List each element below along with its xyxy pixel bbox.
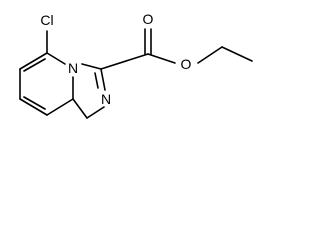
bond-c5-c6-double (23, 58, 46, 72)
bond-n4-c3 (81, 63, 102, 70)
atom-label-carbonyl-oxygen: O (143, 11, 154, 27)
bond-c3-n2-double (94, 72, 99, 89)
bond-c1-c8a (72, 98, 88, 119)
bond-ch2-ch3 (221, 46, 253, 62)
bond-c5-c6 (19, 52, 48, 70)
atom-label-imidazole-nitrogen: N (101, 91, 111, 107)
bond-c7-c8 (19, 98, 48, 116)
bond-c3-carbonyl (100, 53, 149, 70)
ester-group (100, 28, 253, 70)
imidazole-ring (72, 63, 106, 119)
bond-c8-c8a (46, 98, 74, 116)
atom-label-chlorine: Cl (40, 12, 53, 28)
bond-c3-n2 (100, 68, 106, 91)
bond-n4-c5 (46, 52, 66, 65)
bond-ester-o-ch2 (197, 46, 223, 64)
bond-carbonyl-ester-o (147, 53, 176, 64)
atom-label-ester-oxygen: O (181, 56, 192, 72)
pyridine-ring (19, 52, 74, 116)
structure-canvas: Cl N N O O (19, 11, 253, 119)
chemical-structure-diagram: Cl N N O O (19, 11, 253, 119)
bond-c7-c8-double (23, 96, 46, 110)
atom-label-ring-nitrogen: N (68, 60, 78, 76)
bond-n2-c1 (86, 106, 105, 119)
